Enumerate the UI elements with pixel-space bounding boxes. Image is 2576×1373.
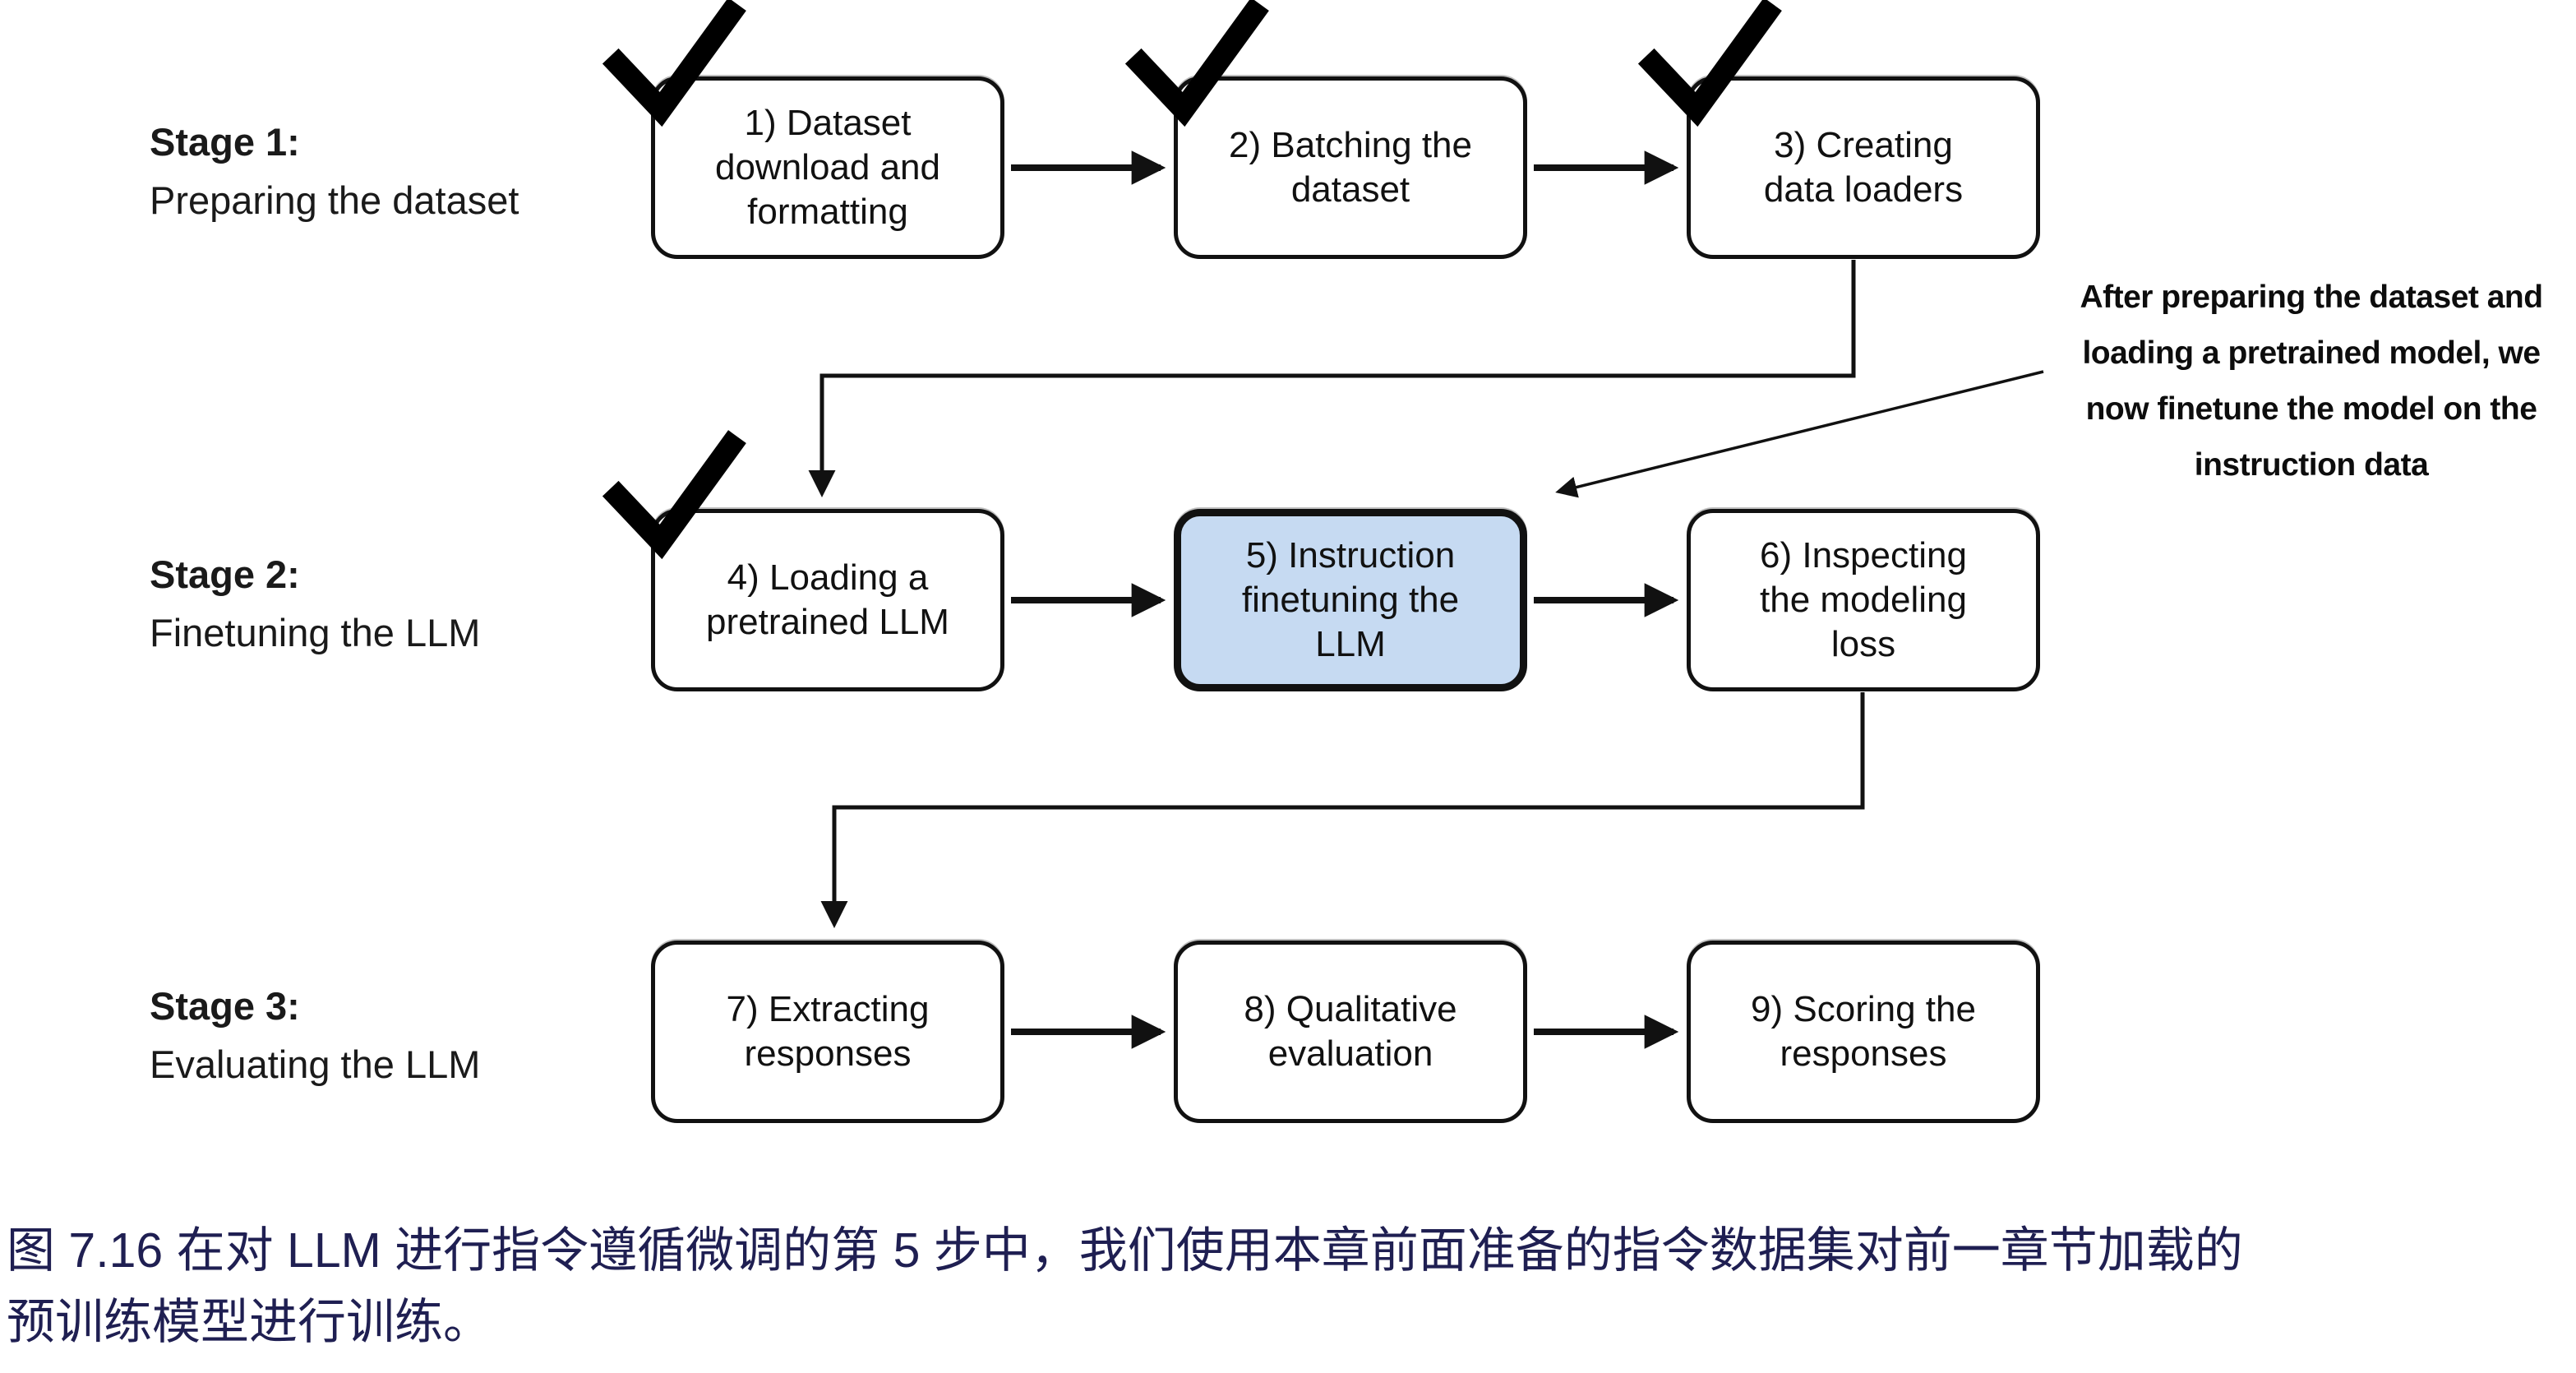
stage-3-title: Stage 3: bbox=[150, 984, 300, 1028]
flow-box-label: 1) Dataset download and formatting bbox=[714, 103, 940, 232]
annotation-note: After preparing the dataset and loading … bbox=[2080, 280, 2543, 483]
stage-3-subtitle: Evaluating the LLM bbox=[150, 1042, 481, 1086]
flow-box-8-qualitative-evaluation: 8) Qualitative evaluation bbox=[1174, 941, 1527, 1123]
flow-box-label: 7) Extracting responses bbox=[726, 989, 930, 1074]
flow-box-label: 5) Instruction finetuning the LLM bbox=[1241, 535, 1460, 664]
flow-box-label: 2) Batching the dataset bbox=[1229, 125, 1472, 210]
annotation-arrow bbox=[1555, 370, 2044, 498]
stage-3-label: Stage 3: Evaluating the LLM bbox=[150, 978, 480, 1093]
stage-2-title: Stage 2: bbox=[150, 552, 300, 596]
check-icon bbox=[1124, 0, 1269, 127]
figure-caption: 图 7.16 在对 LLM 进行指令遵循微调的第 5 步中，我们使用本章前面准备… bbox=[7, 1223, 2243, 1349]
flow-box-label: 3) Creating data loaders bbox=[1763, 125, 1964, 210]
flow-box-label: 6) Inspecting the modeling loss bbox=[1760, 535, 1967, 664]
flow-box-3-data-loaders: 3) Creating data loaders bbox=[1637, 0, 2040, 259]
stage-1-label: Stage 1: Preparing the dataset bbox=[150, 113, 519, 229]
flow-box-5-instruction-finetuning: 5) Instruction finetuning the LLM bbox=[1174, 509, 1527, 691]
flow-box-2-batching: 2) Batching the dataset bbox=[1124, 0, 1527, 259]
flow-box-1-dataset-download: 1) Dataset download and formatting bbox=[602, 0, 1004, 259]
flow-box-7-extracting-responses: 7) Extracting responses bbox=[651, 941, 1004, 1123]
check-icon bbox=[1637, 0, 1782, 127]
check-icon bbox=[602, 0, 746, 127]
stage-2-subtitle: Finetuning the LLM bbox=[150, 610, 481, 654]
check-icon bbox=[602, 430, 746, 560]
stage-1-title: Stage 1: bbox=[150, 120, 300, 164]
flow-box-9-scoring-responses: 9) Scoring the responses bbox=[1687, 941, 2040, 1123]
flow-box-4-loading-pretrained: 4) Loading a pretrained LLM bbox=[602, 430, 1004, 691]
elbow-box6-box7 bbox=[820, 692, 1865, 928]
flow-box-6-inspecting-loss: 6) Inspecting the modeling loss bbox=[1687, 509, 2040, 691]
flow-box-label: 8) Qualitative evaluation bbox=[1244, 989, 1457, 1074]
flow-box-label: 4) Loading a pretrained LLM bbox=[706, 557, 949, 642]
flow-box-label: 9) Scoring the responses bbox=[1751, 989, 1976, 1074]
stage-2-label: Stage 2: Finetuning the LLM bbox=[150, 546, 480, 662]
stage-1-subtitle: Preparing the dataset bbox=[150, 178, 519, 222]
elbow-box3-box4 bbox=[808, 260, 1856, 497]
